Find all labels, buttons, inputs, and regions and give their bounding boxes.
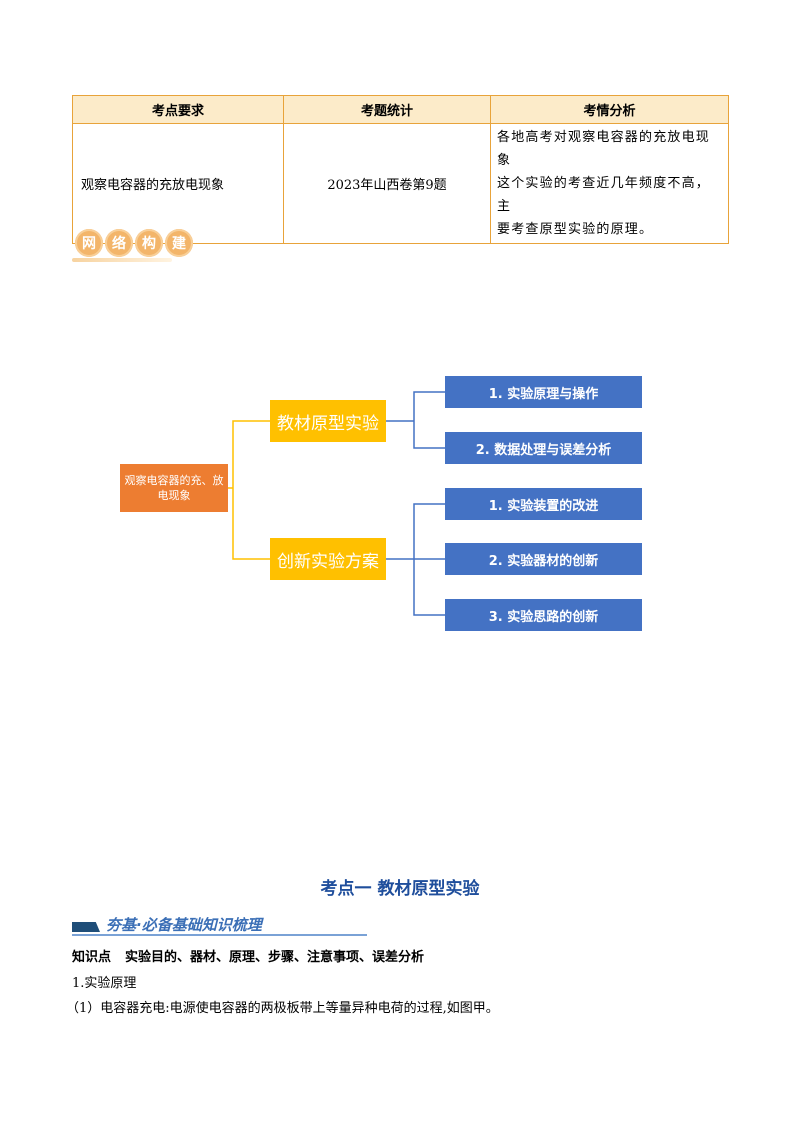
mindmap-leaf: 1. 实验原理与操作 — [445, 376, 642, 408]
knowledge-point-heading: 知识点实验目的、器材、原理、步骤、注意事项、误差分析 — [72, 946, 424, 965]
analysis-line: 要考查原型实验的原理。 — [497, 222, 654, 237]
header-analysis: 考情分析 — [490, 95, 729, 124]
mindmap-root-node: 观察电容器的充、放电现象 — [120, 464, 228, 512]
section-band: 夯基·必备基础知识梳理 — [72, 914, 367, 936]
mindmap-leaf: 2. 数据处理与误差分析 — [445, 432, 642, 464]
badge-char: 建 — [165, 229, 193, 257]
badge-char: 网 — [75, 229, 103, 257]
section-title: 考点一 教材原型实验 — [320, 879, 480, 899]
badge-char: 构 — [135, 229, 163, 257]
badge-underline — [72, 258, 172, 262]
mindmap-branch-innovation: 创新实验方案 — [270, 538, 386, 580]
band-label: 夯基·必备基础知识梳理 — [106, 916, 262, 934]
analysis-line: 这个实验的考查近几年频度不高，主 — [497, 176, 711, 214]
network-build-badge: 网 络 构 建 — [75, 229, 193, 259]
table-row: 观察电容器的充放电现象 2023年山西卷第9题 各地高考对观察电容器的充放电现象… — [72, 123, 729, 244]
band-marker — [72, 922, 100, 932]
connector-branch1-leaves — [386, 391, 445, 449]
mindmap-branch-textbook: 教材原型实验 — [270, 400, 386, 442]
mindmap-leaf: 3. 实验思路的创新 — [445, 599, 642, 631]
knowledge-point-label: 知识点 — [72, 950, 112, 965]
analysis-line: 各地高考对观察电容器的充放电现象 — [497, 130, 711, 168]
cell-statistics: 2023年山西卷第9题 — [283, 123, 491, 244]
paragraph-principle: 1.实验原理 — [72, 976, 137, 991]
badge-char: 络 — [105, 229, 133, 257]
knowledge-point-text: 实验目的、器材、原理、步骤、注意事项、误差分析 — [125, 950, 425, 965]
header-statistics: 考题统计 — [283, 95, 491, 124]
mindmap-leaf: 2. 实验器材的创新 — [445, 543, 642, 575]
connector-root-branches — [228, 420, 270, 560]
cell-analysis: 各地高考对观察电容器的充放电现象 这个实验的考查近几年频度不高，主 要考查原型实… — [490, 123, 729, 244]
cell-requirement: 观察电容器的充放电现象 — [72, 123, 284, 244]
exam-overview-table: 考点要求 考题统计 考情分析 观察电容器的充放电现象 2023年山西卷第9题 各… — [72, 95, 729, 244]
mindmap-leaf: 1. 实验装置的改进 — [445, 488, 642, 520]
connector-branch2-leaves — [386, 503, 445, 616]
band-rule — [72, 934, 367, 936]
paragraph-charging: （1）电容器充电:电源使电容器的两极板带上等量异种电荷的过程,如图甲。 — [66, 1001, 499, 1016]
